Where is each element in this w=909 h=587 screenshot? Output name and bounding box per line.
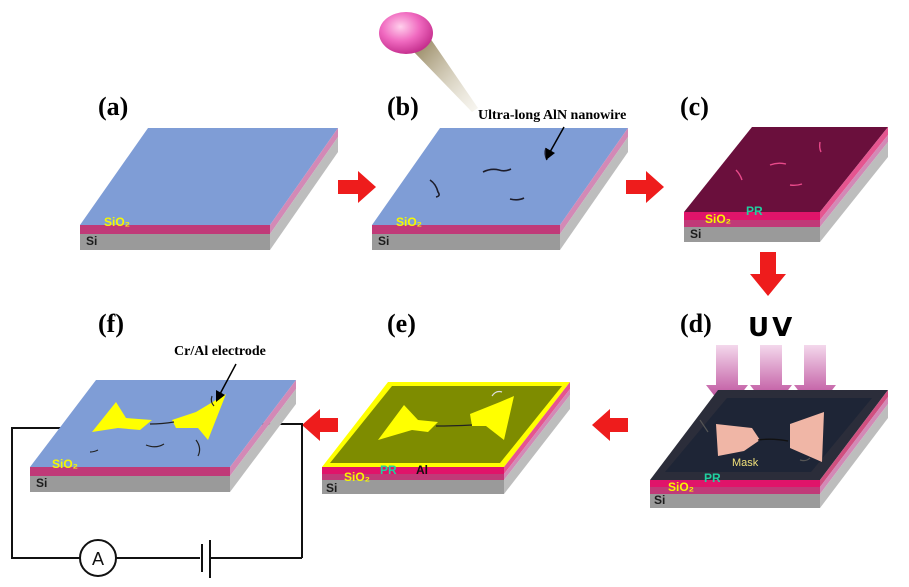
panel-label-c: (c) — [680, 92, 709, 121]
nanowires — [735, 141, 822, 187]
pr-label: PR — [380, 463, 397, 477]
pr-label: PR — [746, 204, 763, 218]
sio2-label: SiO₂ — [705, 212, 731, 226]
electrode-pads — [378, 396, 514, 440]
panel-label-b: (b) — [387, 92, 419, 121]
ammeter-label: A — [92, 549, 104, 569]
pr-label: PR — [704, 471, 721, 485]
ion-beam-source — [379, 12, 478, 112]
ion-beam-source-icon — [379, 12, 433, 54]
wafer-f: SiO₂ Si — [30, 380, 296, 492]
wafer-e: Al PR SiO₂ Si — [322, 382, 570, 495]
panel-label-f: (f) — [98, 309, 124, 338]
process-arrow-a-b — [338, 171, 376, 203]
nanowire-pointer-arrow — [546, 126, 565, 160]
electrode-annotation: Cr/Al electrode — [174, 344, 266, 359]
si-label: Si — [690, 227, 701, 241]
al-label: Al — [416, 463, 428, 477]
process-arrow-c-d — [750, 252, 786, 296]
si-label: Si — [86, 234, 97, 248]
uv-label: UV — [748, 313, 795, 343]
wafer-a: SiO₂ Si — [80, 128, 338, 250]
panel-label-e: (e) — [387, 309, 416, 338]
si-label: Si — [654, 493, 665, 507]
wafer-c: PR SiO₂ Si — [684, 127, 888, 242]
electrode-mask-pattern — [716, 412, 824, 462]
sio2-label: SiO₂ — [104, 215, 130, 229]
si-label: Si — [378, 234, 389, 248]
electrode-pointer-arrow — [216, 363, 237, 402]
sio2-label: SiO₂ — [344, 470, 370, 484]
panel-label-a: (a) — [98, 92, 128, 121]
si-label: Si — [36, 476, 47, 490]
process-arrow-b-c — [626, 171, 664, 203]
wafer-b: SiO₂ Si — [372, 128, 628, 250]
process-arrow-d-e — [592, 409, 628, 441]
mask-label: Mask — [732, 457, 759, 469]
process-arrow-e-f — [302, 409, 338, 441]
battery-icon — [201, 540, 211, 578]
si-label: Si — [326, 481, 337, 495]
sio2-label: SiO₂ — [396, 215, 422, 229]
sio2-label: SiO₂ — [668, 480, 694, 494]
wafer-d: Mask PR SiO₂ Si — [650, 390, 888, 508]
panel-label-d: (d) — [680, 309, 712, 338]
electrode-pads — [92, 394, 226, 440]
ammeter: A — [79, 539, 117, 577]
nanowire-annotation: Ultra-long AlN nanowire — [478, 108, 626, 123]
sio2-label: SiO₂ — [52, 457, 78, 471]
